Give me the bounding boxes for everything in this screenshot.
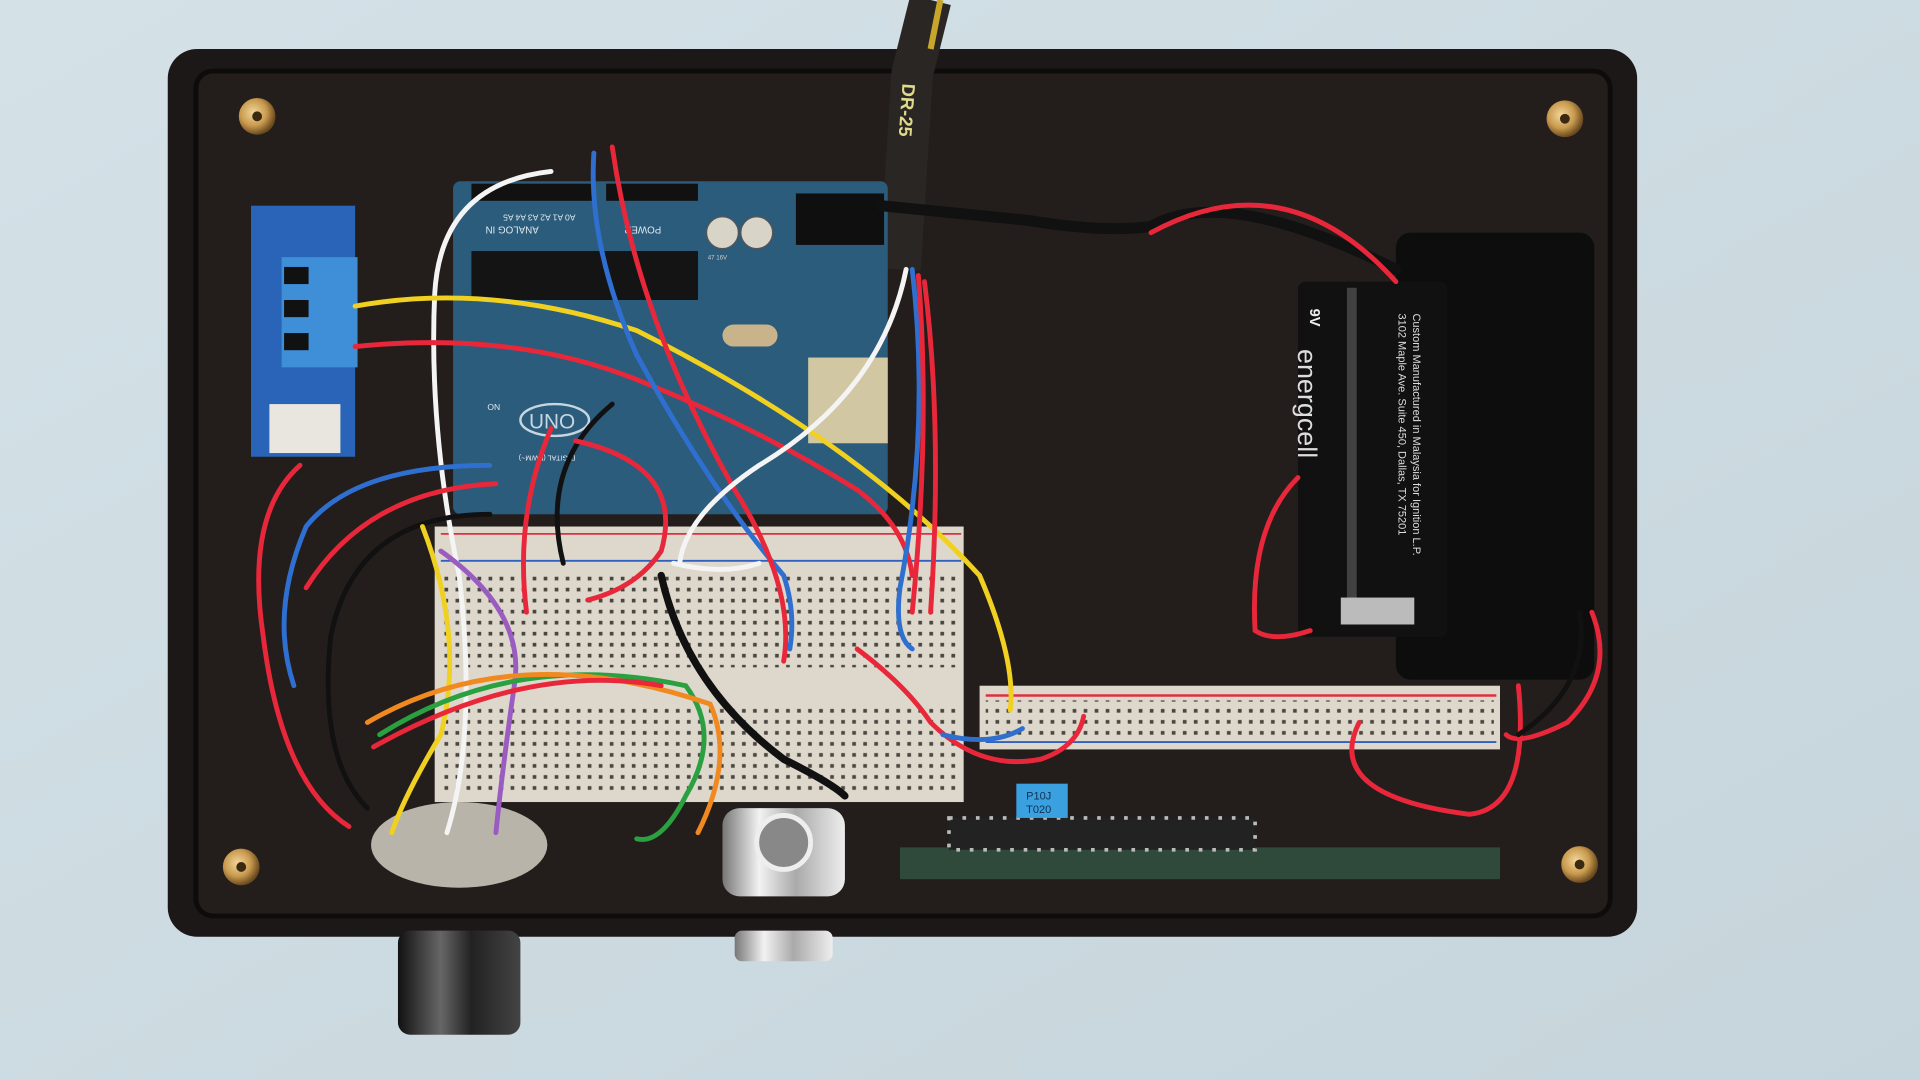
wire-yellow <box>389 524 453 836</box>
crystal <box>722 324 778 347</box>
potentiometer <box>371 802 548 1035</box>
analog-pins-label: A0 A1 A2 A3 A4 A5 <box>503 212 576 222</box>
wire-red <box>573 438 668 603</box>
sensor-module <box>251 205 358 457</box>
wire-blue <box>896 266 922 652</box>
cable-print: DR-25 <box>895 83 920 137</box>
wire-purple <box>438 548 519 836</box>
wire-blue <box>590 150 795 652</box>
battery-brand: energcell <box>1292 349 1322 458</box>
power-label: POWER <box>624 224 661 235</box>
wire-red <box>1252 475 1313 640</box>
on-led-label: ON <box>487 402 500 412</box>
9v-battery: 9V energcell Custom Manufactured in Mala… <box>1292 281 1448 637</box>
wire-red <box>1503 609 1603 742</box>
header-pins <box>947 816 1257 852</box>
wire-yellow <box>352 295 1014 713</box>
capacitor-label: 47 16V <box>708 255 728 262</box>
wire-black <box>1515 609 1584 738</box>
wire-black <box>876 200 1402 275</box>
wire-black <box>325 511 493 811</box>
wire-red <box>909 273 926 615</box>
wire-black <box>657 571 849 800</box>
capacitor-marking-1: P10J <box>1026 791 1051 803</box>
wire-green <box>377 672 707 842</box>
wire-red <box>521 426 554 615</box>
wire-orange <box>364 672 723 836</box>
lcd-pcb <box>900 847 1500 880</box>
atmega-chip <box>471 251 698 300</box>
wire-red <box>1148 202 1399 285</box>
wire-white <box>671 560 762 572</box>
jumper-wires <box>256 144 1603 842</box>
wire-black <box>554 401 615 566</box>
battery-voltage: 9V <box>1306 309 1322 327</box>
wire-red <box>609 144 789 664</box>
wire-red <box>256 462 352 829</box>
push-button <box>722 808 845 962</box>
wire-red <box>371 677 664 750</box>
dc-power-jack <box>795 193 885 245</box>
wire-red <box>352 340 915 578</box>
wire-red <box>854 646 1087 765</box>
analog-in-label: ANALOG IN <box>485 224 538 235</box>
wire-red <box>1349 683 1523 817</box>
wire-red <box>303 481 499 591</box>
secondary-breadboard <box>979 685 1500 750</box>
wire-white <box>677 266 909 566</box>
wire-red <box>922 279 938 615</box>
digital-label: DIGITAL (PWM~) <box>519 454 576 463</box>
electrolytic-capacitor <box>740 216 774 250</box>
analog-header <box>471 183 594 201</box>
battery-label-line-2: 3102 Maple Ave. Suite 450, Dallas, TX 75… <box>1395 313 1407 535</box>
blue-capacitor: P10J T020 <box>1016 783 1068 818</box>
uno-logo: UNO <box>529 411 575 434</box>
wire-blue <box>940 726 1025 743</box>
usb-connector <box>808 357 888 444</box>
electrolytic-capacitor <box>705 216 739 250</box>
wire-white <box>431 168 554 836</box>
battery-label-line-1: Custom Manufactured in Malaysia for Igni… <box>1410 313 1422 555</box>
power-header <box>606 183 698 201</box>
capacitor-marking-2: T020 <box>1026 804 1051 816</box>
wire-blue <box>281 462 493 689</box>
